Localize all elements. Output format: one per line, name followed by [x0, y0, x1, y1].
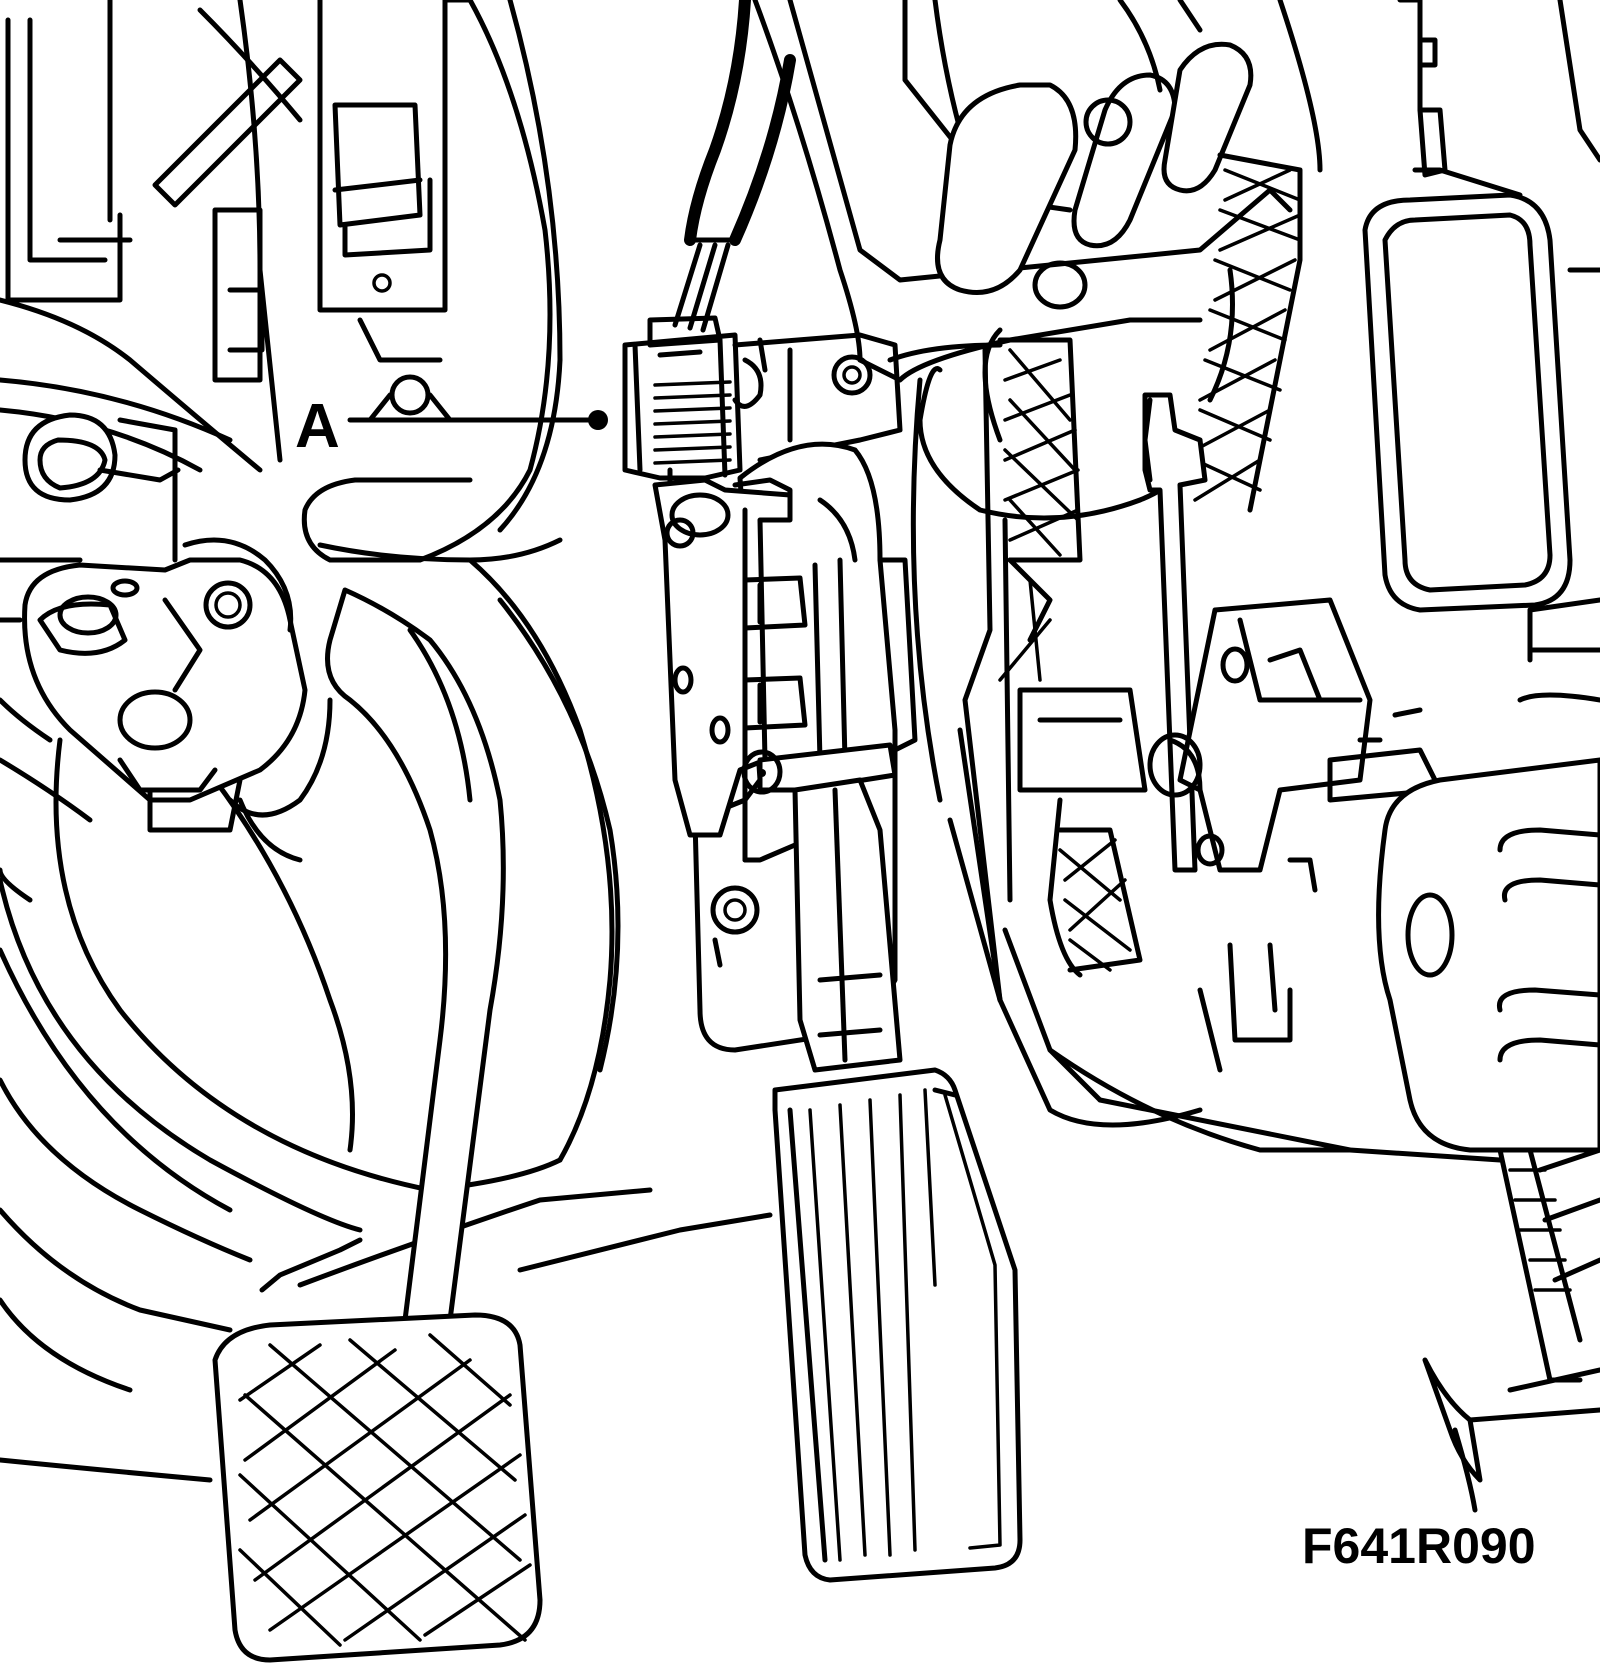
accelerator-pedal-ribs — [808, 1088, 1002, 1562]
connector-ribs — [653, 380, 732, 465]
accelerator-pedal — [772, 777, 1023, 1583]
dead-pedal — [1362, 0, 1600, 613]
brake-pedal — [212, 587, 543, 1663]
callout-a: A — [295, 392, 608, 461]
lower-right-cable — [1422, 1147, 1600, 1513]
steering-joint — [0, 412, 308, 903]
pedal-linkage — [1017, 392, 1443, 1073]
center-bracket — [752, 0, 1503, 1163]
firewall-panel — [0, 0, 263, 623]
connector — [622, 315, 743, 498]
steering-column-housing — [0, 0, 773, 1483]
callout-label: A — [295, 392, 340, 461]
lattice-frame — [997, 152, 1303, 978]
brake-pedal-tread — [238, 1333, 532, 1647]
floor-bracket — [1376, 597, 1600, 1153]
leader-dot — [588, 410, 608, 430]
figure-code: F641R090 — [1302, 1518, 1536, 1574]
relay-bracket — [152, 0, 453, 463]
